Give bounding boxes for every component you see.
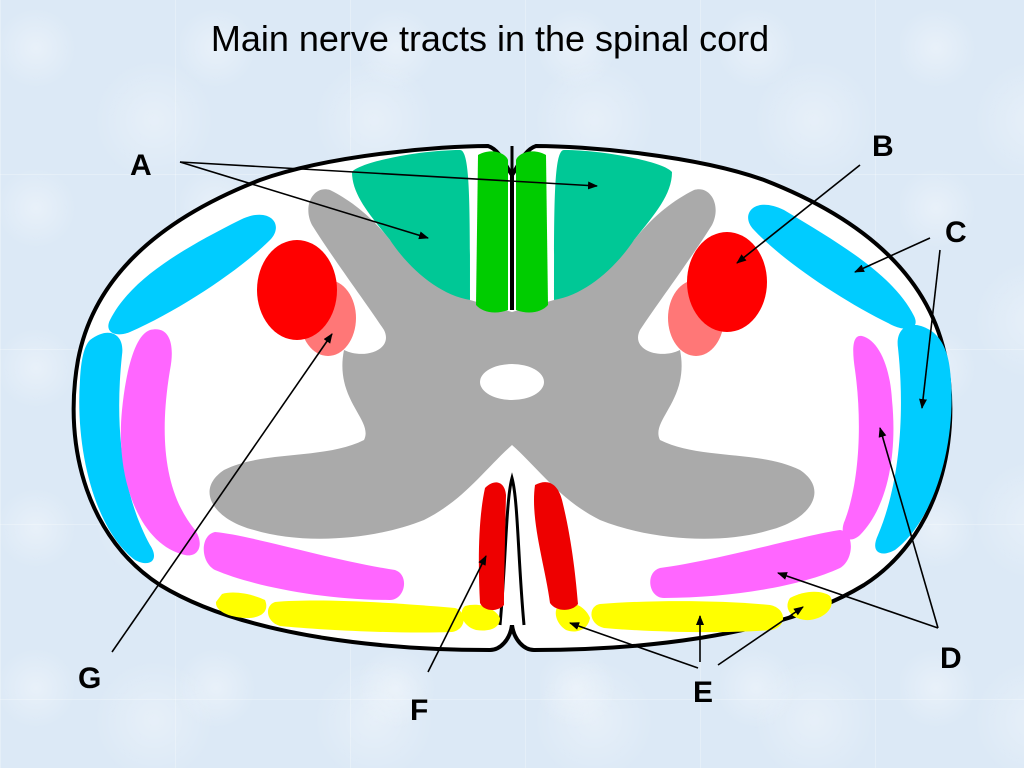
lateral-spinothalamic-right [842, 335, 894, 540]
lateral-spinothalamic-left [120, 329, 200, 556]
fasciculus-gracilis-right [516, 151, 548, 313]
anterior-corticospinal-left [478, 482, 506, 611]
anterior-tract-left-outer [215, 592, 267, 618]
anterior-tract-left-main [267, 600, 464, 633]
posterior-spinocerebellar-right [748, 204, 916, 329]
page-title: Main nerve tracts in the spinal cord [210, 18, 770, 59]
label-pointers [111, 161, 941, 673]
anterior-tract-right-main [591, 601, 784, 633]
grey-matter [209, 189, 815, 539]
central-canal [480, 364, 544, 400]
label-c: C [945, 216, 967, 249]
anterior-spinothalamic-left [203, 532, 405, 600]
label-b: B [872, 130, 894, 163]
fasciculus-gracilis-left [476, 151, 508, 313]
anterior-tract-right-inner [555, 602, 590, 632]
anterior-tract-left-inner [461, 604, 500, 631]
anterior-spinocerebellar-right [875, 324, 952, 554]
lateral-corticospinal-right [687, 232, 767, 332]
fasciculus-cuneatus-left [352, 150, 470, 300]
label-g: G [78, 662, 101, 695]
label-e: E [693, 676, 713, 709]
anterior-spinocerebellar-left [79, 332, 155, 564]
fasciculus-cuneatus-right [554, 150, 672, 300]
label-d: D [940, 642, 962, 675]
label-a: A [130, 149, 152, 182]
label-f: F [410, 694, 428, 727]
anterior-corticospinal-right [533, 482, 578, 610]
posterior-spinocerebellar-left [108, 214, 276, 335]
lateral-corticospinal-left [257, 240, 337, 340]
